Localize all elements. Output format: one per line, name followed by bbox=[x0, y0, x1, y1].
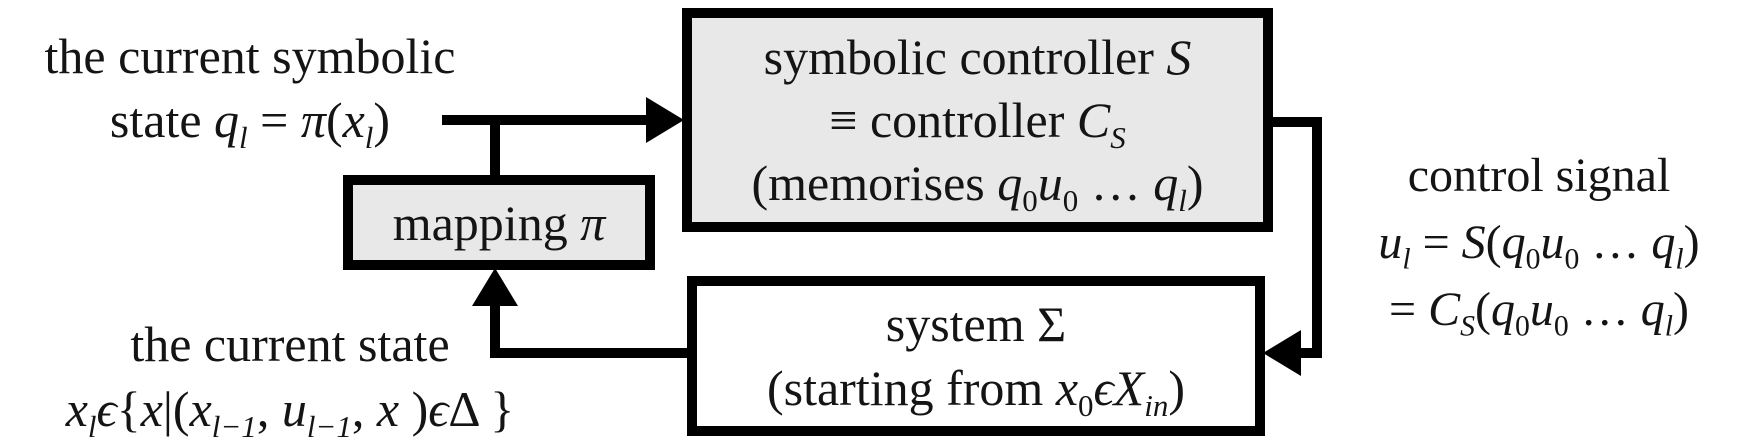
wire-controller-to-system-vertical bbox=[1312, 117, 1322, 358]
box-line: symbolic controller S bbox=[763, 28, 1192, 85]
wire-mapping-to-controller-vertical bbox=[490, 120, 500, 180]
box-line: ≡ controller CS bbox=[829, 91, 1126, 155]
control-signal-label: control signal ul = S(q0u0 … ql) = CS(q0… bbox=[1320, 142, 1758, 343]
wire-system-to-mapping-vertical bbox=[490, 300, 500, 358]
label-line: = CS(q0u0 … ql) bbox=[1389, 283, 1689, 343]
wire-mapping-to-controller-horizontal bbox=[442, 115, 652, 125]
label-line: xlϵ{x|(xl−1, ul−1, x )ϵΔ } bbox=[65, 381, 515, 444]
arrowhead-up-icon bbox=[472, 268, 518, 306]
label-line: the current symbolic bbox=[44, 28, 456, 84]
box-line: mapping π bbox=[392, 194, 606, 251]
box-line: (starting from x0ϵXin) bbox=[766, 360, 1185, 423]
wire-controller-to-system-top bbox=[1268, 117, 1322, 127]
symbolic-controller-box: symbolic controller S ≡ controller CS (m… bbox=[682, 8, 1273, 232]
box-line: system Σ bbox=[885, 296, 1067, 352]
label-line: ul = S(q0u0 … ql) bbox=[1378, 216, 1700, 276]
wire-controller-to-system-bottom bbox=[1299, 348, 1322, 358]
box-line: (memorises q0u0 … ql) bbox=[751, 154, 1204, 218]
system-box: system Σ (starting from x0ϵXin) bbox=[687, 276, 1265, 436]
current-symbolic-state-label: the current symbolic state ql = π(xl) bbox=[15, 24, 485, 155]
label-line: the current state bbox=[130, 316, 450, 372]
arrowhead-left-icon bbox=[1263, 330, 1301, 376]
label-line: control signal bbox=[1407, 149, 1671, 202]
wire-system-to-mapping-horizontal bbox=[495, 348, 692, 358]
label-line: state ql = π(xl) bbox=[109, 92, 391, 155]
current-state-label: the current state xlϵ{x|(xl−1, ul−1, x )… bbox=[0, 312, 580, 442]
mapping-box: mapping π bbox=[343, 175, 655, 270]
arrowhead-right-icon bbox=[646, 97, 684, 143]
